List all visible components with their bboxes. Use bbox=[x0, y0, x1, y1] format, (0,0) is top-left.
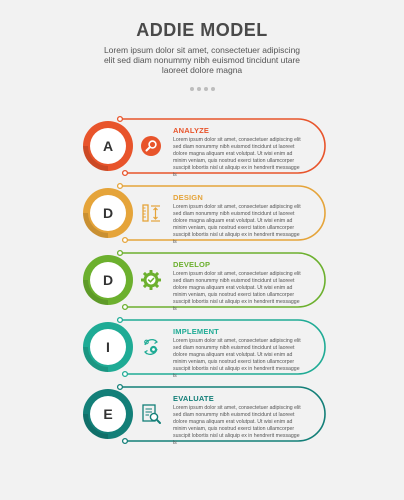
step-develop: D DEVELOP Lorem ipsum dolor sit amet, co… bbox=[0, 247, 404, 313]
step-description: Lorem ipsum dolor sit amet, consectetuer… bbox=[173, 204, 301, 245]
step-letter-badge: A bbox=[90, 128, 126, 164]
step-evaluate: E EVALUATE Lorem ipsum dolor sit amet, c… bbox=[0, 381, 404, 447]
step-description: Lorem ipsum dolor sit amet, consectetuer… bbox=[173, 271, 301, 312]
step-analyze: A ANALYZE Lorem ipsum dolor sit amet, co… bbox=[0, 113, 404, 179]
step-letter-badge: D bbox=[90, 195, 126, 231]
step-letter-badge: D bbox=[90, 262, 126, 298]
step-title: EVALUATE bbox=[173, 394, 214, 403]
page-title: ADDIE MODEL bbox=[136, 20, 268, 40]
implement-cycle-icon bbox=[140, 336, 162, 358]
magnifier-icon bbox=[140, 135, 162, 157]
step-description: Lorem ipsum dolor sit amet, consectetuer… bbox=[173, 405, 301, 446]
pagination-dots bbox=[0, 78, 404, 96]
step-letter-badge: E bbox=[90, 396, 126, 432]
step-title: ANALYZE bbox=[173, 126, 210, 135]
document-search-icon bbox=[140, 403, 162, 425]
gear-check-icon bbox=[140, 269, 162, 291]
step-description: Lorem ipsum dolor sit amet, consectetuer… bbox=[173, 137, 301, 178]
step-letter-badge: I bbox=[90, 329, 126, 365]
step-implement: I IMPLEMENT Lorem ipsum dolor sit amet, … bbox=[0, 314, 404, 380]
step-title: DESIGN bbox=[173, 193, 203, 202]
step-design: D DESIGN Lorem ipsum dolor sit amet, con… bbox=[0, 180, 404, 246]
step-title: DEVELOP bbox=[173, 260, 211, 269]
page-subtitle: Lorem ipsum dolor sit amet, consectetuer… bbox=[103, 45, 301, 75]
step-title: IMPLEMENT bbox=[173, 327, 219, 336]
step-description: Lorem ipsum dolor sit amet, consectetuer… bbox=[173, 338, 301, 379]
ruler-icon bbox=[140, 202, 162, 224]
